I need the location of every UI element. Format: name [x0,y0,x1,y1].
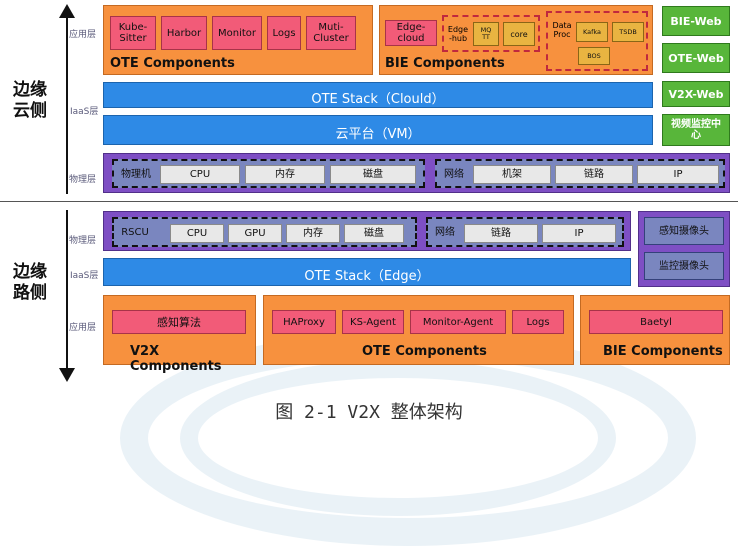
cloud-machine-label: 物理机 [121,168,151,180]
haproxy-box: HAProxy [272,310,336,334]
edge-bie-title: BIE Components [603,344,723,359]
edge-disk-box: 磁盘 [344,224,404,243]
bie-web-box: BIE-Web [662,6,730,36]
rscu-group: RSCU CPU GPU 内存 磁盘 [112,217,417,247]
muti-cluster-box: Muti- Cluster [306,16,356,50]
monitor-box: Monitor [212,16,262,50]
cloud-rack-box: 机架 [473,165,551,184]
edge-ote-stack-band: OTE Stack（Edge） [103,258,631,286]
video-monitor-box: 视频监控中 心 [662,114,730,146]
edge-link-box: 链路 [464,224,538,243]
edge-v2x-components: 感知算法 V2X Components [103,295,256,374]
edge-ote-stack-label: OTE Stack（Edge） [304,269,430,284]
edge-ote-title: OTE Components [362,344,487,359]
edge-phys-layer: RSCU CPU GPU 内存 磁盘 网络 链路 IP [103,211,631,251]
perception-camera-box: 感知摄像头 [644,217,724,245]
cloud-app-layer-label: 应用层 [69,30,97,40]
perception-algorithm-box: 感知算法 [112,310,246,334]
cloud-bie-components: Edge-cloud Edge -hub MQ TT core Data Pro… [379,5,653,75]
baetyl-box: Baetyl [589,310,723,334]
edge-cpu-box: CPU [170,224,224,243]
ks-agent-box: KS-Agent [342,310,404,334]
edge-gpu-box: GPU [228,224,282,243]
monitor-agent-box: Monitor-Agent [410,310,506,334]
cloud-ote-stack-label: OTE Stack（Clould） [311,92,445,107]
cloud-network-group: 网络 机架 链路 IP [435,159,725,188]
cloud-iaas-layer-label: IaaS层 [70,107,99,117]
edge-network-group: 网络 链路 IP [426,217,624,247]
edge-cloud-box: Edge-cloud [385,20,437,46]
figure-caption: 图 2-1 V2X 整体架构 [275,402,463,423]
harbor-box: Harbor [161,16,207,50]
data-proc-label: Data Proc [552,21,572,39]
edge-bie-components: Baetyl BIE Components [580,295,730,365]
cloud-bie-title: BIE Components [385,56,505,71]
edge-ip-box: IP [542,224,616,243]
edge-axis-arrow-icon [59,368,75,382]
cloud-ote-components: Kube- Sitter Harbor Monitor Logs Muti- C… [103,5,373,75]
cloud-ip-box: IP [637,165,719,184]
cloud-disk-box: 磁盘 [330,165,416,184]
cloud-phys-layer-label: 物理层 [69,175,97,185]
camera-group: 感知摄像头 监控摄像头 [638,211,730,287]
cloud-memory-box: 内存 [245,165,325,184]
watermark-swoosh [180,360,616,516]
kube-sitter-box: Kube- Sitter [110,16,156,50]
v2x-web-box: V2X-Web [662,81,730,107]
section-divider [0,201,738,202]
cloud-ote-stack-band: OTE Stack（Clould） [103,82,653,108]
cloud-link-box: 链路 [555,165,633,184]
edge-iaas-layer-label: IaaS层 [70,271,99,281]
edge-axis-line [66,210,68,370]
edge-memory-box: 内存 [286,224,340,243]
edge-ote-components: HAProxy KS-Agent Monitor-Agent Logs OTE … [263,295,574,365]
ote-web-box: OTE-Web [662,43,730,73]
kafka-box: Kafka [576,22,608,42]
edge-hub-group: Edge -hub MQ TT core [442,15,540,52]
edge-network-label: 网络 [435,226,455,238]
cloud-side-title: 边缘 云侧 [13,80,47,121]
tsdb-box: TSDB [612,22,644,42]
cloud-axis-arrow-icon [59,4,75,18]
edge-logs-box: Logs [512,310,564,334]
cloud-vm-label: 云平台（VM） [335,127,421,142]
cloud-ote-title: OTE Components [110,56,235,71]
bos-box: BOS [578,47,610,65]
edge-app-layer-label: 应用层 [69,323,97,333]
rscu-label: RSCU [121,226,149,238]
edge-phys-layer-label: 物理层 [69,236,97,246]
monitor-camera-box: 监控摄像头 [644,252,724,280]
cloud-axis-line [66,14,68,194]
data-proc-group: Data Proc Kafka TSDB BOS [546,11,648,71]
edge-v2x-title: V2X Components [130,344,222,374]
cloud-vm-band: 云平台（VM） [103,115,653,145]
logs-box: Logs [267,16,301,50]
cloud-machine-group: 物理机 CPU 内存 磁盘 [112,159,425,188]
cloud-network-label: 网络 [444,168,464,180]
cloud-phys-layer: 物理机 CPU 内存 磁盘 网络 机架 链路 IP [103,153,730,193]
edge-side-title: 边缘 路侧 [13,262,47,303]
core-box: core [503,22,535,46]
cloud-cpu-box: CPU [160,165,240,184]
mqtt-box: MQ TT [473,22,499,46]
edge-hub-label: Edge -hub [447,25,469,43]
